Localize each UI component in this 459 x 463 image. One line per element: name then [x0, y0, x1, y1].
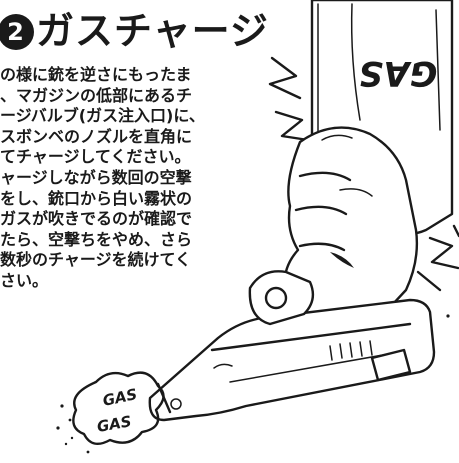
gas-mist-cloud: GAS GAS: [56, 371, 165, 454]
mist-label-gas-1: GAS: [101, 385, 139, 410]
canister-label: GAS: [359, 53, 438, 93]
instruction-paragraph: の様に銃を逆さにもったま 、マガジンの低部にあるチ ージバルブ(ガス注入口)に、…: [0, 65, 240, 292]
instruction-line: の様に銃を逆さにもったま: [0, 65, 192, 84]
instruction-line: ージバルブ(ガス注入口)に、: [0, 106, 205, 126]
pistol: [148, 270, 436, 422]
instruction-line: 、マガジンの低部にあるチ: [0, 85, 193, 105]
hiss-burst-lines: [268, 56, 459, 292]
instruction-line: ャージしながら数回の空撃: [0, 167, 192, 187]
instruction-line: スボンベのノズルを直角に: [0, 126, 193, 146]
instruction-line: 数秒のチャージを続けてく: [0, 250, 192, 270]
hand: [283, 126, 419, 332]
instruction-line: ガスが吹きでるのが確認で: [0, 209, 193, 229]
section-title-text: ガスチャージ: [36, 9, 269, 53]
instruction-line: てチャージしてください。: [0, 147, 191, 167]
instruction-line: をし、銃口から白い霧状の: [0, 188, 193, 208]
sparkle-dot: [446, 314, 450, 318]
instruction-line: たら、空撃ちをやめ、さら: [0, 229, 193, 249]
instruction-line: さい。: [0, 270, 49, 290]
step-number-badge: 2: [0, 14, 34, 50]
mist-label-gas-2: GAS: [96, 412, 133, 436]
